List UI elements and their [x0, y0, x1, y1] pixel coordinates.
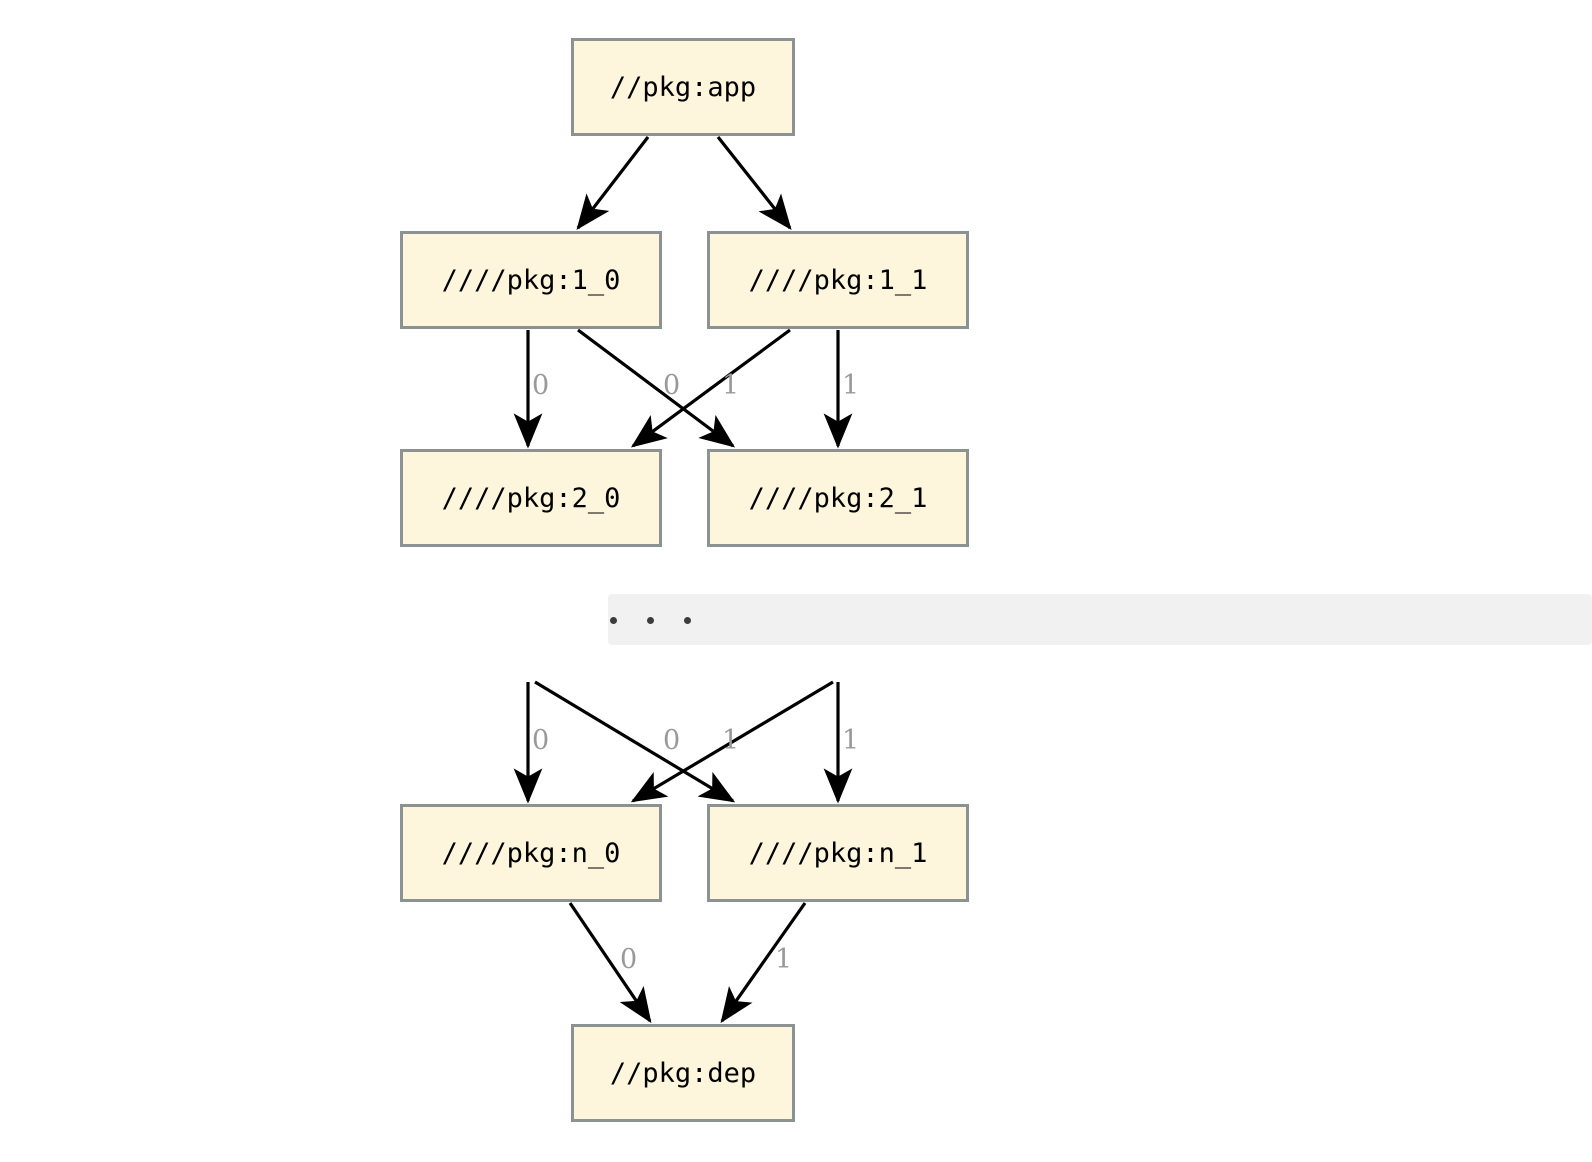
edge-n_1-dep: [720, 902, 807, 1024]
edge-label-1_0-2_0: 0: [532, 370, 550, 401]
node-label: ////pkg:n_0: [441, 837, 621, 869]
node-label: ////pkg:1_1: [748, 264, 928, 296]
ellipsis-band: [608, 594, 1592, 645]
edge-y-n_0: [630, 680, 834, 803]
node-n2_0[interactable]: ////pkg:2_0: [400, 449, 662, 547]
node-label: ////pkg:2_0: [441, 482, 621, 514]
ellipsis-dot: [610, 617, 617, 624]
node-label: //pkg:app: [609, 71, 757, 103]
ellipsis-dots: [610, 617, 721, 624]
node-n1_1[interactable]: ////pkg:1_1: [707, 231, 969, 329]
node-app[interactable]: //pkg:app: [571, 38, 795, 136]
node-label: ////pkg:n_1: [748, 837, 928, 869]
edge-label-n_1-dep: 1: [775, 944, 793, 975]
edge-x-n_1: [534, 680, 736, 803]
node-nn_0[interactable]: ////pkg:n_0: [400, 804, 662, 902]
node-dep[interactable]: //pkg:dep: [571, 1024, 795, 1122]
edge-label-y-n_0: 1: [722, 725, 740, 756]
edge-label-1_1-2_1: 1: [842, 370, 860, 401]
edge-1_1-2_0: [630, 328, 791, 448]
node-nn_1[interactable]: ////pkg:n_1: [707, 804, 969, 902]
ellipsis-dot: [647, 617, 654, 624]
node-n1_0[interactable]: ////pkg:1_0: [400, 231, 662, 329]
edge-app-1_1: [716, 136, 792, 231]
edge-app-1_0: [576, 136, 650, 231]
node-label: ////pkg:2_1: [748, 482, 928, 514]
node-n2_1[interactable]: ////pkg:2_1: [707, 449, 969, 547]
edge-label-1_1-2_0: 1: [722, 370, 740, 401]
edge-label-n_0-dep: 0: [620, 944, 638, 975]
edge-1_0-2_1: [577, 328, 736, 448]
ellipsis-dot: [684, 617, 691, 624]
edge-label-x-n_0: 0: [532, 725, 550, 756]
edge-label-y-n_1: 1: [842, 725, 860, 756]
node-label: ////pkg:1_0: [441, 264, 621, 296]
edge-label-x-n_1: 0: [663, 725, 681, 756]
node-label: //pkg:dep: [609, 1057, 757, 1089]
edge-label-1_0-2_1: 0: [663, 370, 681, 401]
edge-n_0-dep: [568, 902, 652, 1024]
